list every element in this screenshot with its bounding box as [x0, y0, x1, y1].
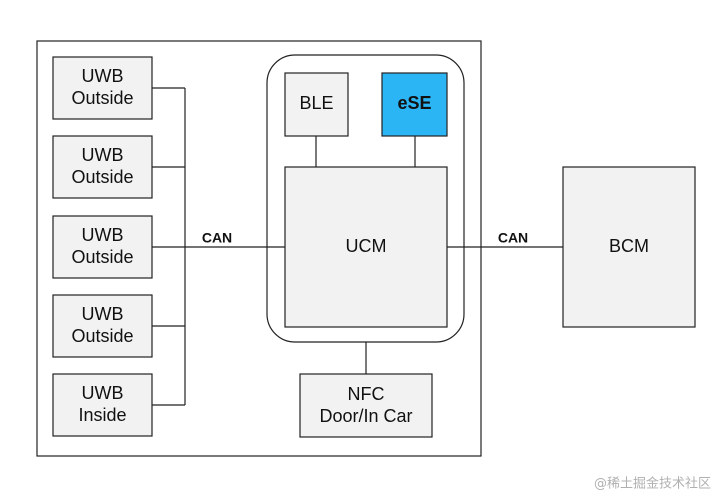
nfc-name: NFC	[348, 384, 385, 404]
uwb-module-1-name: UWB	[82, 66, 124, 86]
bcm-label: BCM	[609, 236, 649, 256]
ese-module: eSE	[381, 72, 448, 137]
uwb-module-4: UWB Outside	[52, 294, 153, 358]
uwb-module-3-location: Outside	[71, 247, 133, 267]
uwb-module-3-name: UWB	[82, 225, 124, 245]
can-label-right: CAN	[498, 230, 528, 246]
ese-label: eSE	[397, 93, 431, 113]
uwb-module-1: UWB Outside	[52, 56, 153, 120]
bcm-module: BCM	[562, 166, 696, 328]
uwb-module-3: UWB Outside	[52, 215, 153, 279]
watermark-text: @稀土掘金技术社区	[594, 476, 711, 492]
ble-module: BLE	[284, 72, 349, 137]
uwb-module-2: UWB Outside	[52, 135, 153, 199]
ble-label: BLE	[299, 93, 333, 113]
ucm-label: UCM	[346, 236, 387, 256]
uwb-module-4-location: Outside	[71, 326, 133, 346]
can-label-left: CAN	[202, 230, 232, 246]
uwb-module-1-location: Outside	[71, 88, 133, 108]
uwb-module-5-name: UWB	[82, 383, 124, 403]
nfc-location: Door/In Car	[319, 406, 412, 426]
ucm-module: UCM	[284, 166, 448, 328]
system-frame	[36, 40, 482, 457]
uwb-module-5: UWB Inside	[52, 373, 153, 437]
uwb-module-4-name: UWB	[82, 304, 124, 324]
nfc-module: NFC Door/In Car	[299, 373, 433, 438]
uwb-bus-lines	[152, 87, 285, 406]
uwb-module-5-location: Inside	[78, 405, 126, 425]
uwb-module-2-location: Outside	[71, 167, 133, 187]
uwb-module-2-name: UWB	[82, 145, 124, 165]
